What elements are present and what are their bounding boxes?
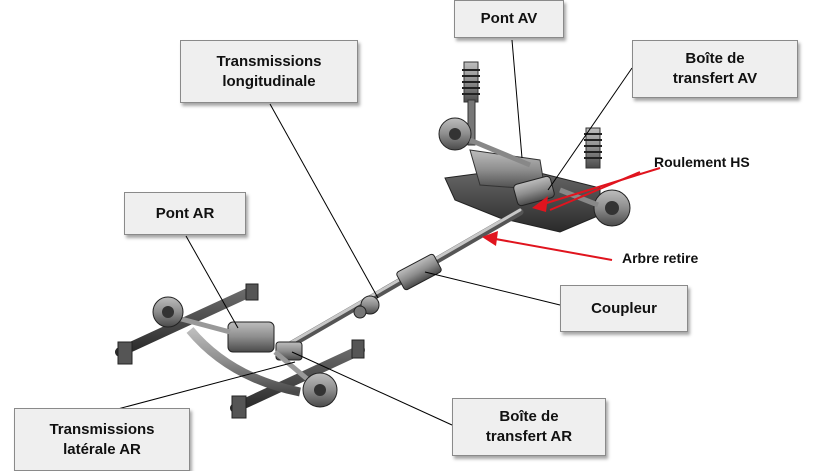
- leader-boite-transfert-ar: [291, 351, 453, 426]
- arrow-arbre-retire: [489, 237, 613, 261]
- leader-transmissions-laterale-ar: [113, 361, 296, 411]
- leader-pont-av: [511, 39, 523, 159]
- annotation-roulement-hs: Roulement HS: [654, 154, 750, 170]
- propeller-shaft: [281, 208, 524, 352]
- leader-lines: [113, 39, 633, 426]
- rear-axle-assembly: [115, 283, 365, 419]
- front-axle-assembly: [438, 61, 631, 233]
- arrow-roulement-hs: [539, 167, 661, 206]
- leader-transmissions-longitudinale: [269, 103, 379, 299]
- label-transmissions-laterale-ar: Transmissions latérale AR: [14, 408, 190, 471]
- label-pont-ar: Pont AR: [124, 192, 246, 235]
- annotation-arrows: [482, 167, 661, 261]
- label-transmissions-longitudinale: Transmissions longitudinale: [180, 40, 358, 103]
- arrow-roulement-hs-head: [532, 196, 548, 212]
- label-coupleur: Coupleur: [560, 285, 688, 332]
- arrow-roulement-hs-b: [549, 171, 641, 211]
- annotation-arbre-retire: Arbre retire: [622, 250, 699, 266]
- label-boite-transfert-ar: Boîte de transfert AR: [452, 398, 606, 456]
- leader-boite-transfert-av: [547, 67, 633, 191]
- label-boite-transfert-av: Boîte de transfert AV: [632, 40, 798, 98]
- label-pont-av: Pont AV: [454, 0, 564, 38]
- arrow-arbre-retire-head: [482, 231, 498, 246]
- leader-pont-ar: [185, 235, 239, 329]
- leader-coupleur: [424, 271, 561, 306]
